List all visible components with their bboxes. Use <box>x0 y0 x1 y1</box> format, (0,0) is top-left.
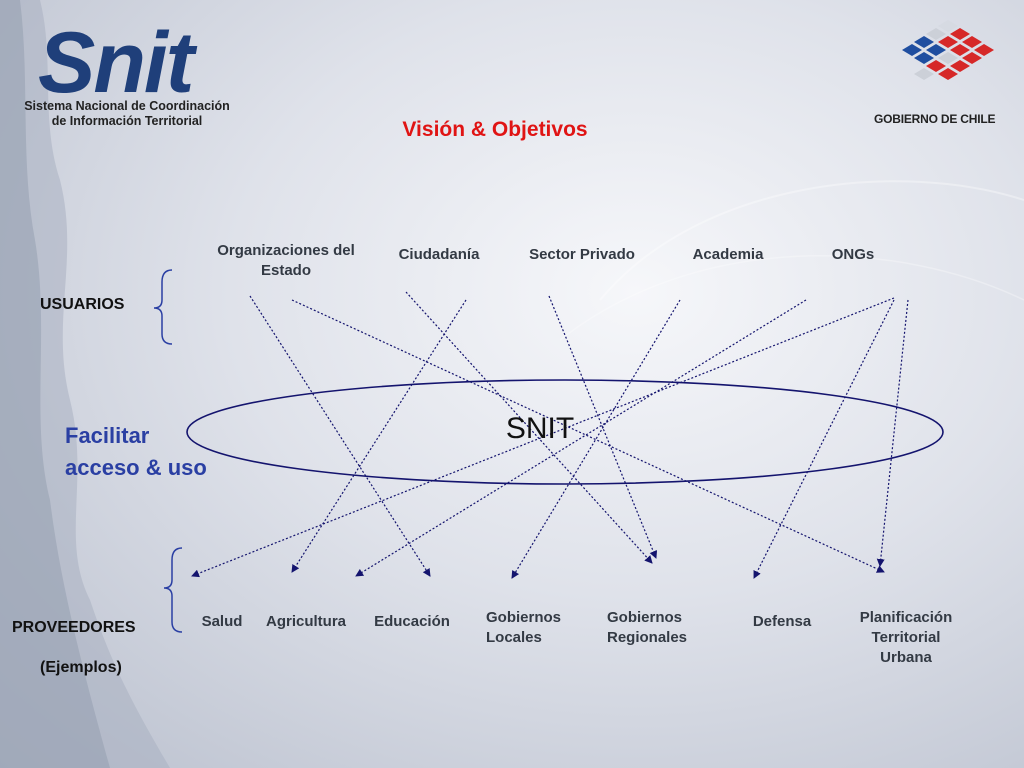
proveedor-label-line1: Gobiernos <box>486 609 562 626</box>
proveedores-label: PROVEEDORES <box>12 619 136 636</box>
arrow-5 <box>548 295 658 559</box>
usuarios-label: USUARIOS <box>40 296 125 313</box>
proveedor-label-line3: Urbana <box>880 649 932 666</box>
arrow-2 <box>291 299 885 573</box>
usuario-organizaciones: Organizaciones del Estado <box>200 241 372 281</box>
arrow-10 <box>876 299 909 567</box>
usuario-sector-privado: Sector Privado <box>512 245 652 265</box>
proveedor-label-line1: Educación <box>374 613 450 630</box>
usuario-label-line1: ONGs <box>831 246 875 263</box>
ejemplos-label: (Ejemplos) <box>40 659 122 676</box>
logo-subtitle-line2: de Información Territorial <box>51 114 203 128</box>
arrow-8 <box>191 297 895 578</box>
gobierno-chile-label: GOBIERNO DE CHILE <box>874 112 996 126</box>
proveedor-label-line1: Defensa <box>752 613 812 630</box>
snit-center-label: SNIT <box>505 412 575 445</box>
proveedores-brace <box>163 547 183 633</box>
usuario-ongs: ONGs <box>818 245 888 265</box>
arrow-9 <box>753 299 895 579</box>
usuario-label-line1: Ciudadanía <box>398 246 480 263</box>
proveedor-label-line1: Salud <box>201 613 243 630</box>
snit-logo-subtitle: Sistema Nacional de Coordinación de Info… <box>20 99 234 129</box>
logo-subtitle-line1: Sistema Nacional de Coordinación <box>24 99 230 113</box>
usuario-academia: Academia <box>678 245 778 265</box>
proveedor-educacion: Educación <box>364 612 460 632</box>
usuario-ciudadania: Ciudadanía <box>384 245 494 265</box>
proveedor-gobiernos-regionales: Gobiernos Regionales <box>607 608 717 648</box>
arrow-3 <box>405 291 653 564</box>
facilitar-line2: acceso & uso <box>65 455 207 480</box>
proveedor-label-line1: Gobiernos <box>607 609 683 626</box>
arrow-4 <box>291 299 467 573</box>
page-title: Visión & Objetivos <box>402 118 588 141</box>
usuarios-brace <box>153 269 173 345</box>
snit-ellipse <box>186 379 944 485</box>
usuario-label-line2: Estado <box>260 262 311 279</box>
proveedor-salud: Salud <box>194 612 250 632</box>
proveedor-gobiernos-locales: Gobiernos Locales <box>486 608 586 648</box>
usuario-label-line1: Organizaciones del <box>217 242 355 259</box>
facilitar-label: Facilitar acceso & uso <box>65 420 207 484</box>
proveedor-label-line1: Planificación <box>859 609 953 626</box>
proveedor-defensa: Defensa <box>740 612 824 632</box>
proveedor-label-line2: Locales <box>486 629 542 646</box>
usuario-label-line1: Sector Privado <box>529 246 635 263</box>
proveedor-label-line1: Agricultura <box>265 613 346 630</box>
gobierno-chile-logo-icon <box>902 20 994 80</box>
proveedor-label-line2: Territorial <box>871 629 941 646</box>
proveedor-planificacion: Planificación Territorial Urbana <box>846 608 966 668</box>
snit-logo: Snit <box>38 15 194 111</box>
proveedor-label-line2: Regionales <box>607 629 688 646</box>
arrow-1 <box>249 295 431 577</box>
facilitar-line1: Facilitar <box>65 423 150 448</box>
usuario-label-line1: Academia <box>692 246 764 263</box>
proveedor-agricultura: Agricultura <box>256 612 356 632</box>
